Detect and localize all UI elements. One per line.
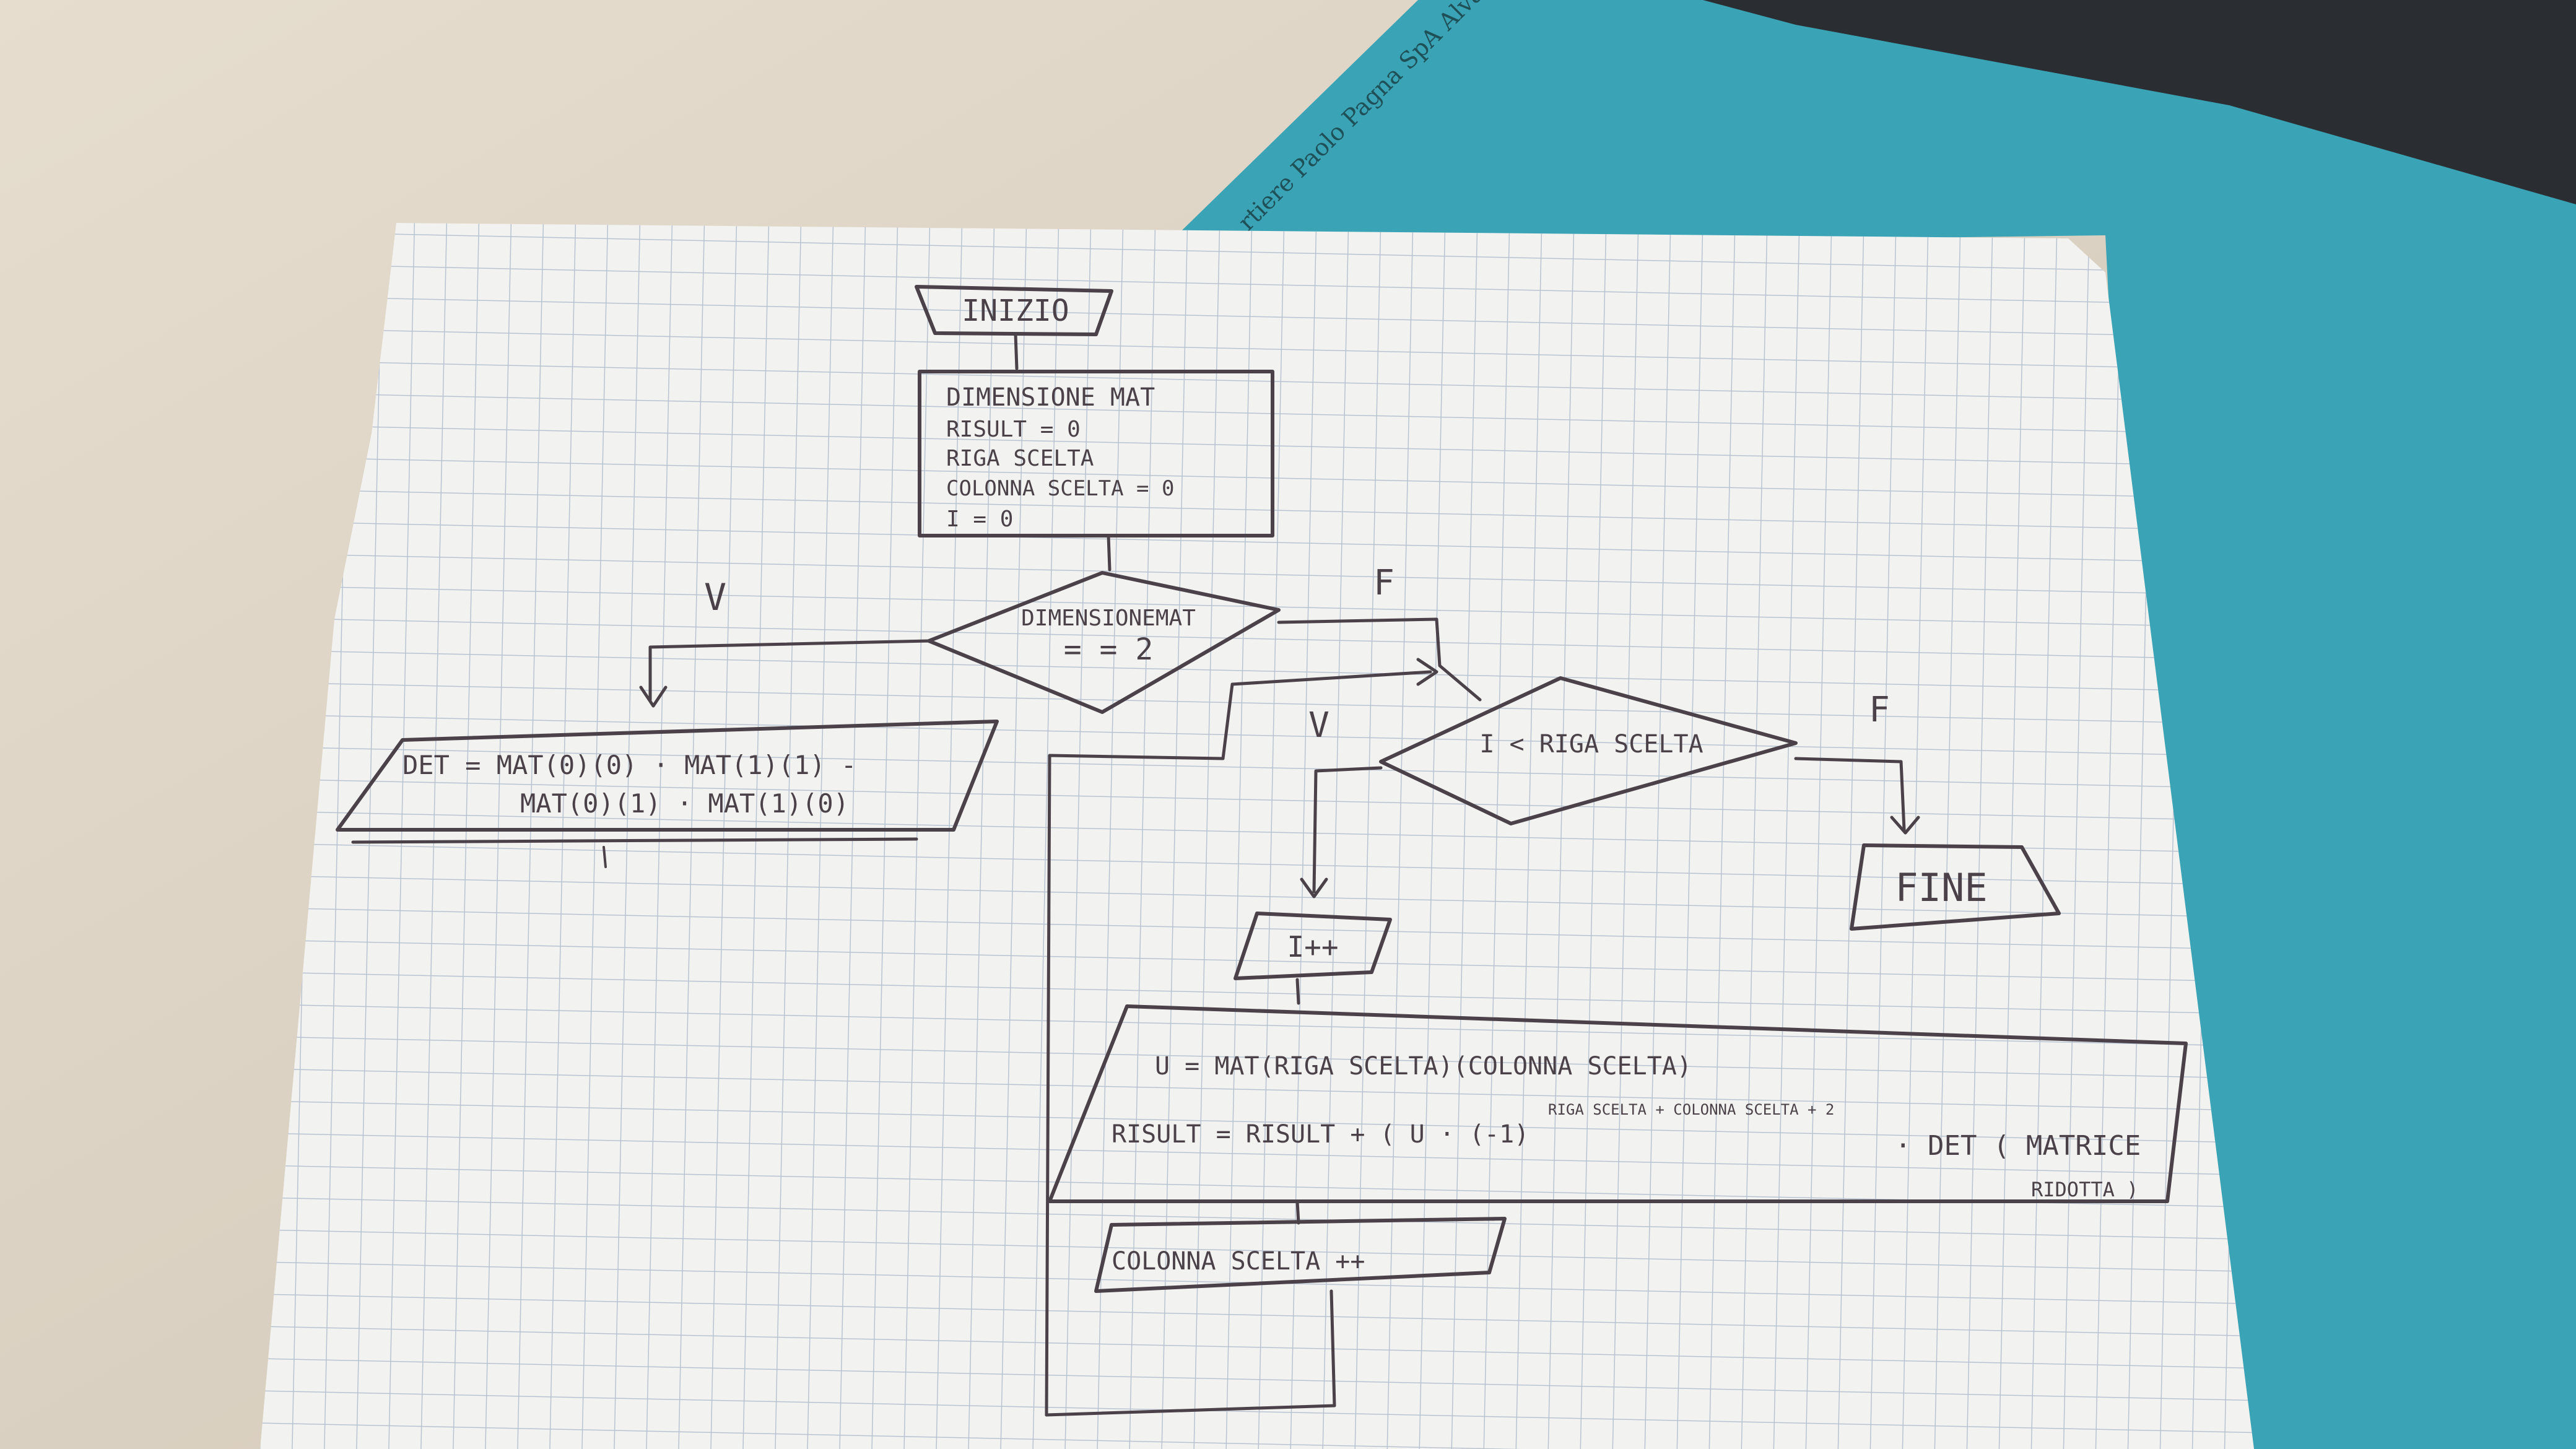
calc-block <box>1048 1004 2188 1203</box>
init-line-1: DIMENSIONE MAT <box>946 383 1155 412</box>
init-block <box>918 370 1274 537</box>
calc-line-2-right: · DET ( MATRICE <box>1895 1130 2141 1162</box>
init-line-2: RISULT = 0 <box>946 417 1081 442</box>
det-line-1: DET = MAT(0)(0) · MAT(1)(1) - <box>402 750 856 780</box>
decision-dimension-false: F <box>1373 563 1395 603</box>
init-line-3: RIGA SCELTA <box>946 446 1094 471</box>
init-line-4: COLONNA SCELTA = 0 <box>946 476 1174 501</box>
increment-block <box>1234 912 1392 980</box>
start-terminal <box>915 285 1113 336</box>
decision-dimension <box>927 571 1281 714</box>
decision-dimension-line-1: DIMENSIONEMAT <box>1021 606 1196 631</box>
decision-row-label: I < RIGA SCELTA <box>1479 730 1703 759</box>
det-line-2: MAT(0)(1) · MAT(1)(0) <box>520 788 849 819</box>
calc-line-3: RIDOTTA ) <box>2031 1178 2138 1201</box>
end-terminal <box>1850 843 2061 931</box>
teal-folder <box>1164 0 2576 1449</box>
notebook-page <box>260 223 2254 1449</box>
dark-object <box>1703 0 2576 204</box>
start-label: INIZIO <box>962 294 1069 328</box>
calc-line-2-left: RISULT = RISULT + ( U · (-1) <box>1112 1120 1529 1149</box>
flowchart: INIZIO DIMENSIONE MAT RISULT = 0 RIGA SC… <box>336 285 2188 1417</box>
decision-row-false: F <box>1869 690 1890 730</box>
decision-dimension-true: V <box>704 576 726 619</box>
decision-row <box>1379 676 1798 825</box>
decision-row-true: V <box>1308 705 1329 746</box>
increment-label: I++ <box>1287 930 1338 964</box>
col-increment-label: COLONNA SCELTA ++ <box>1112 1247 1365 1276</box>
calc-line-1: U = MAT(RIGA SCELTA)(COLONNA SCELTA) <box>1155 1052 1692 1081</box>
end-label: FINE <box>1895 865 1987 910</box>
det-block <box>336 720 999 832</box>
col-increment-block <box>1094 1217 1507 1293</box>
calc-exponent: RIGA SCELTA + COLONNA SCELTA + 2 <box>1548 1101 1834 1118</box>
decision-dimension-line-2: = = 2 <box>1064 632 1154 667</box>
init-line-5: I = 0 <box>946 507 1013 532</box>
